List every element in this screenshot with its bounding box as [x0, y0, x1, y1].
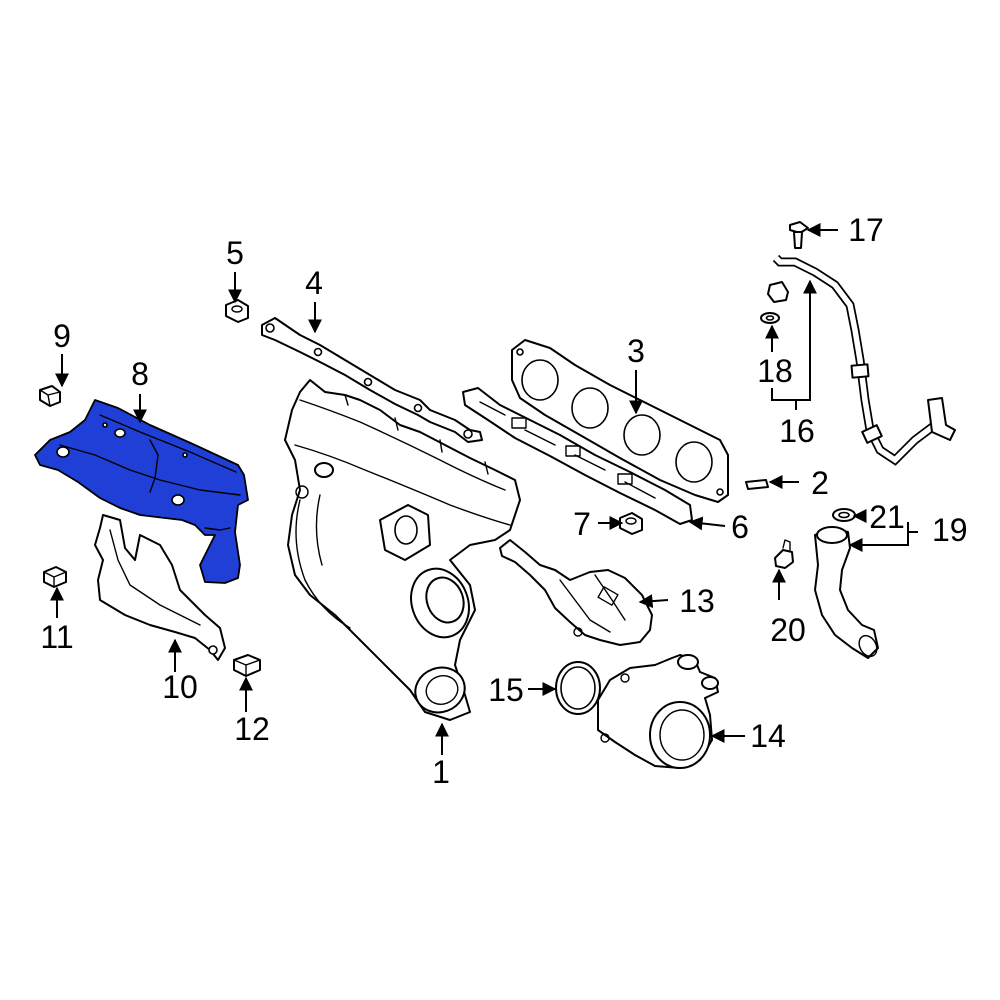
- callout-18: 18: [757, 353, 793, 389]
- callout-12: 12: [234, 711, 270, 747]
- callout-17: 17: [848, 212, 884, 248]
- heat-shield-part-8[interactable]: [34, 399, 249, 584]
- callout-21: 21: [869, 499, 905, 535]
- callout-13: 13: [679, 583, 715, 619]
- leader-lines: [50, 223, 918, 755]
- bolt-part-11[interactable]: [43, 566, 67, 588]
- gasket-strip-part-4[interactable]: [261, 317, 483, 443]
- o-ring-part-15[interactable]: [555, 661, 601, 715]
- stud-part-2[interactable]: [745, 479, 769, 490]
- nut-part-5[interactable]: [225, 299, 249, 323]
- bolt-part-9[interactable]: [39, 385, 61, 407]
- bolt-part-12[interactable]: [233, 654, 261, 677]
- callout-2: 2: [811, 465, 829, 501]
- callout-19: 19: [932, 512, 968, 548]
- callout-10: 10: [162, 669, 198, 705]
- callout-14: 14: [750, 718, 786, 754]
- callout-7: 7: [573, 506, 591, 542]
- oil-line-part-16[interactable]: [767, 254, 956, 466]
- callout-8: 8: [131, 356, 149, 392]
- coolant-pipe-part-19[interactable]: [814, 526, 880, 660]
- bolt-part-17[interactable]: [789, 221, 809, 249]
- callout-9: 9: [53, 318, 71, 354]
- callout-labels: 1 2 3 4 5 6 7 8 9 10 11 12 13 14 15 16 1…: [40, 212, 967, 790]
- nut-part-7[interactable]: [619, 512, 643, 535]
- turbocharger-part-1[interactable]: [284, 379, 521, 721]
- callout-3: 3: [627, 333, 645, 369]
- callout-11: 11: [40, 619, 73, 655]
- callout-4: 4: [305, 265, 323, 301]
- manifold-gasket-part-3[interactable]: [511, 339, 729, 503]
- callout-5: 5: [226, 235, 244, 271]
- callout-16: 16: [779, 413, 815, 449]
- washer-part-18[interactable]: [760, 312, 780, 324]
- wastegate-actuator-part-13[interactable]: [499, 539, 653, 646]
- callout-1: 1: [432, 754, 450, 790]
- heat-shield-bracket-part-10[interactable]: [94, 514, 226, 661]
- seal-part-21[interactable]: [832, 508, 856, 522]
- callout-15: 15: [488, 672, 524, 708]
- bolt-part-20[interactable]: [774, 539, 794, 569]
- callout-20: 20: [770, 612, 806, 648]
- valve-housing-part-14[interactable]: [597, 654, 719, 769]
- callout-6: 6: [731, 509, 749, 545]
